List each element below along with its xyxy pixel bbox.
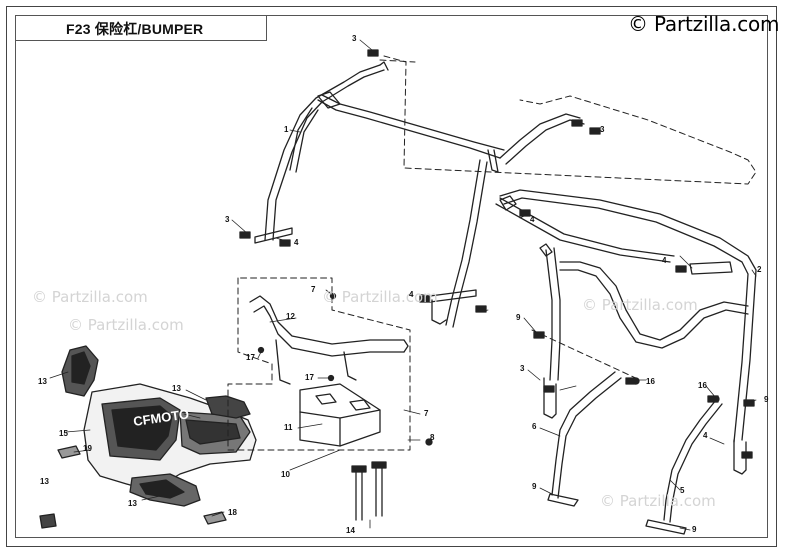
callout-4c: 4 xyxy=(530,215,535,224)
callout-4e: 4 xyxy=(703,431,708,440)
bumper-bar-part-12 xyxy=(249,295,409,385)
callout-13d: 13 xyxy=(128,499,137,508)
tie-bar-part-6 xyxy=(547,371,622,507)
callout-13a: 13 xyxy=(38,377,47,386)
bolt-icon xyxy=(239,49,755,521)
front-fascia-part-15 xyxy=(61,345,257,507)
callout-18: 18 xyxy=(228,508,237,517)
callout-5: 5 xyxy=(680,486,685,495)
faint-watermarks: © Partzilla.com © Partzilla.com © Partzi… xyxy=(32,288,716,510)
roll-cage-part-1 xyxy=(254,61,675,328)
corner-symbol xyxy=(39,513,57,529)
callout-9d: 9 xyxy=(692,525,697,534)
callout-3d: 3 xyxy=(520,364,525,373)
callout-13c: 13 xyxy=(40,477,49,486)
callout-3a: 3 xyxy=(352,34,357,43)
washer-icon xyxy=(257,292,720,446)
callout-14: 14 xyxy=(346,526,355,535)
callout-15: 15 xyxy=(59,429,68,438)
svg-text:© Partzilla.com: © Partzilla.com xyxy=(600,492,716,510)
callout-1: 1 xyxy=(284,125,289,134)
callout-4b: 4 xyxy=(409,290,414,299)
leader-lines xyxy=(49,39,757,531)
decal-part-19 xyxy=(57,445,81,459)
callout-3c: 3 xyxy=(600,125,605,134)
decal-part-18 xyxy=(203,511,227,525)
callout-9c: 9 xyxy=(532,482,537,491)
callout-4d: 4 xyxy=(662,256,667,265)
callout-6: 6 xyxy=(532,422,537,431)
watermark-text: © Partzilla.com xyxy=(628,12,780,36)
rear-cage-part-2 xyxy=(499,189,757,475)
callout-13b: 13 xyxy=(172,384,181,393)
bracket-part-11 xyxy=(299,383,381,447)
inner-frame xyxy=(15,15,768,538)
tie-bar-part-5 xyxy=(645,399,723,535)
callout-12: 12 xyxy=(286,312,295,321)
svg-text:© Partzilla.com: © Partzilla.com xyxy=(68,316,184,334)
assembly-outline xyxy=(227,55,757,451)
callout-7b: 7 xyxy=(424,409,429,418)
callout-8: 8 xyxy=(430,433,435,442)
title-box xyxy=(15,15,267,41)
callout-numbers: 1 2 3 3 3 3 4 4 4 4 4 5 6 7 7 8 9 9 9 9 … xyxy=(38,34,769,535)
callout-2: 2 xyxy=(757,265,762,274)
svg-text:© Partzilla.com: © Partzilla.com xyxy=(582,296,698,314)
callout-16b: 16 xyxy=(698,381,707,390)
callout-9b: 9 xyxy=(764,395,769,404)
callout-7a: 7 xyxy=(311,285,316,294)
callout-11: 11 xyxy=(284,423,293,432)
callout-4a: 4 xyxy=(294,238,299,247)
svg-text:© Partzilla.com: © Partzilla.com xyxy=(32,288,148,306)
callout-17b: 17 xyxy=(305,373,314,382)
page-title: F23 保险杠/BUMPER xyxy=(66,21,204,37)
outer-frame xyxy=(6,6,777,547)
callout-3b: 3 xyxy=(225,215,230,224)
callout-16a: 16 xyxy=(646,377,655,386)
callout-17a: 17 xyxy=(246,353,255,362)
callout-10: 10 xyxy=(281,470,290,479)
svg-text:© Partzilla.com: © Partzilla.com xyxy=(322,288,438,306)
callout-9a: 9 xyxy=(516,313,521,322)
callout-19: 19 xyxy=(83,444,92,453)
